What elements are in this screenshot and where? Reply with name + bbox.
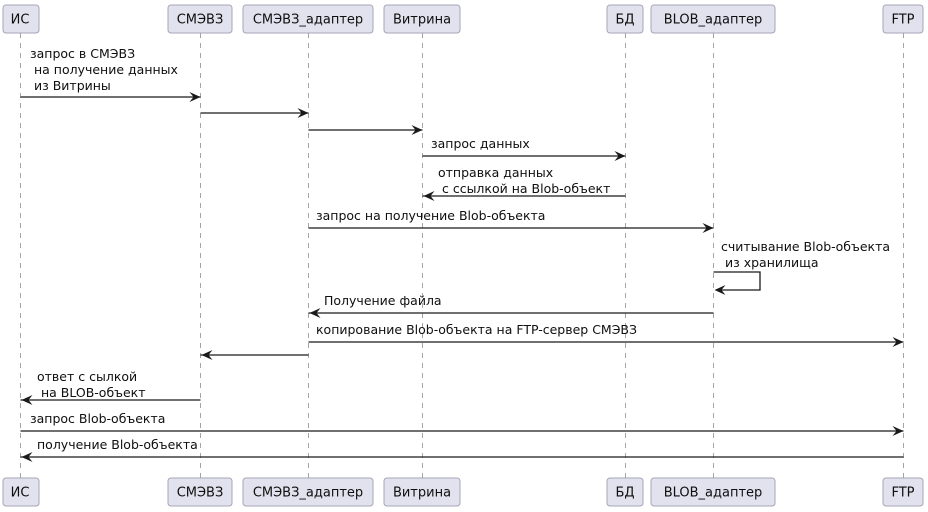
message-label-line: запрос в СМЭВЗ [30, 46, 135, 61]
arrow-head [423, 191, 435, 201]
message-label: запрос в СМЭВЗ на получение данных из Ви… [30, 46, 178, 93]
participants-footer-layer: ИС СМЭВЗ СМЭВЗ_адаптер Витрина БД BLOB_адапте… [2, 477, 924, 507]
arrow-head [189, 92, 201, 102]
participant-box-bg [882, 4, 924, 34]
arrow-head [702, 223, 714, 233]
participant-vitrina-header[interactable]: Витрина [383, 4, 461, 34]
message-label: запрос Blob-объекта [30, 411, 165, 426]
participant-box-bg [2, 477, 40, 507]
arrow-head [892, 337, 904, 347]
message-label-line: с ссылкой на Blob-объект [438, 181, 610, 196]
participant-box-bg [167, 4, 233, 34]
participant-label: BLOB_адаптер [664, 13, 763, 28]
arrow-head [297, 108, 309, 118]
lifelines-layer [20, 33, 904, 478]
participant-label: ИС [11, 486, 30, 501]
message-label: считывание Blob-объекта из хранилища [721, 239, 890, 270]
participant-smev-header[interactable]: СМЭВЗ [167, 4, 233, 34]
participant-label: БД [615, 13, 634, 28]
participant-box-bg [650, 4, 776, 34]
participant-label: Витрина [393, 13, 451, 28]
message-m5[interactable]: отправка данных с ссылкой на Blob-объект [422, 165, 626, 201]
participant-label: ИС [11, 13, 30, 28]
participant-box-bg [167, 477, 233, 507]
message-m6[interactable]: запрос на получение Blob-объекта [308, 208, 714, 233]
message-label-line: копирование Blob-объекта на FTP-сервер С… [316, 322, 637, 337]
participant-box-bg [242, 4, 374, 34]
participant-label: FTP [891, 13, 914, 28]
message-m4[interactable]: запрос данных [422, 136, 626, 161]
participant-vitrina-footer[interactable]: Витрина [383, 477, 461, 507]
participant-box-bg [650, 477, 776, 507]
arrow-head [21, 452, 33, 462]
participant-smev_ad-footer[interactable]: СМЭВЗ_адаптер [242, 477, 374, 507]
message-label-line: из Витрины [30, 78, 111, 93]
message-label-line: на получение данных [30, 62, 178, 77]
message-label-line: ответ с сылкой [37, 369, 137, 384]
message-label-line: запрос Blob-объекта [30, 411, 165, 426]
message-m3[interactable] [308, 125, 423, 135]
message-label-line: получение Blob-объекта [37, 437, 198, 452]
arrow-head [309, 308, 321, 318]
participant-label: Витрина [393, 486, 451, 501]
participant-box-bg [383, 4, 461, 34]
participant-is-footer[interactable]: ИС [2, 477, 40, 507]
arrow-head [714, 285, 726, 295]
arrow-head [614, 151, 626, 161]
participant-label: FTP [891, 486, 914, 501]
arrow-head [21, 395, 33, 405]
participant-bd-header[interactable]: БД [606, 4, 644, 34]
participant-blob_ad-footer[interactable]: BLOB_адаптер [650, 477, 776, 507]
message-m13[interactable]: получение Blob-объекта [20, 437, 904, 462]
message-label: копирование Blob-объекта на FTP-сервер С… [316, 322, 637, 337]
message-label: ответ с сылкой на BLOB-объект [37, 369, 146, 400]
participant-label: BLOB_адаптер [664, 486, 763, 501]
participant-smev-footer[interactable]: СМЭВЗ [167, 477, 233, 507]
participant-bd-footer[interactable]: БД [606, 477, 644, 507]
messages-layer: запрос в СМЭВЗ на получение данных из Ви… [20, 46, 904, 462]
participant-box-bg [2, 4, 40, 34]
arrow-head [201, 350, 213, 360]
message-label-line: запрос данных [431, 136, 530, 151]
message-m9[interactable]: копирование Blob-объекта на FTP-сервер С… [308, 322, 904, 347]
message-label: отправка данных с ссылкой на Blob-объект [438, 165, 610, 196]
message-label: запрос на получение Blob-объекта [316, 208, 545, 223]
participant-box-bg [882, 477, 924, 507]
participants-header-layer: ИС СМЭВЗ СМЭВЗ_адаптер Витрина БД BLOB_адапте… [2, 4, 924, 34]
message-m1[interactable]: запрос в СМЭВЗ на получение данных из Ви… [20, 46, 201, 102]
participant-box-bg [606, 477, 644, 507]
message-label-line: Получение файла [324, 293, 442, 308]
participant-smev_ad-header[interactable]: СМЭВЗ_адаптер [242, 4, 374, 34]
message-label: получение Blob-объекта [37, 437, 198, 452]
participant-label: СМЭВЗ [177, 486, 224, 501]
message-m8[interactable]: Получение файла [308, 293, 714, 318]
participant-label: СМЭВЗ_адаптер [253, 13, 363, 28]
message-label: запрос данных [431, 136, 530, 151]
participant-box-bg [242, 477, 374, 507]
arrow-head [411, 125, 423, 135]
message-m10[interactable] [200, 350, 309, 360]
message-m12[interactable]: запрос Blob-объекта [20, 411, 904, 436]
message-label-line: на BLOB-объект [37, 385, 146, 400]
participant-ftp-header[interactable]: FTP [882, 4, 924, 34]
message-m2[interactable] [200, 108, 309, 118]
participant-ftp-footer[interactable]: FTP [882, 477, 924, 507]
message-label-line: считывание Blob-объекта [721, 239, 890, 254]
participant-label: БД [615, 486, 634, 501]
message-label-line: отправка данных [438, 165, 553, 180]
participant-blob_ad-header[interactable]: BLOB_адаптер [650, 4, 776, 34]
message-m11[interactable]: ответ с сылкой на BLOB-объект [20, 369, 201, 405]
participant-label: СМЭВЗ [177, 13, 224, 28]
message-label-line: запрос на получение Blob-объекта [316, 208, 545, 223]
message-label-line: из хранилища [721, 255, 819, 270]
message-m7[interactable]: считывание Blob-объекта из хранилища [713, 239, 891, 295]
message-line [713, 271, 761, 291]
participant-box-bg [383, 477, 461, 507]
message-label: Получение файла [324, 293, 442, 308]
participant-box-bg [606, 4, 644, 34]
participant-is-header[interactable]: ИС [2, 4, 40, 34]
participant-label: СМЭВЗ_адаптер [253, 486, 363, 501]
arrow-head [892, 426, 904, 436]
